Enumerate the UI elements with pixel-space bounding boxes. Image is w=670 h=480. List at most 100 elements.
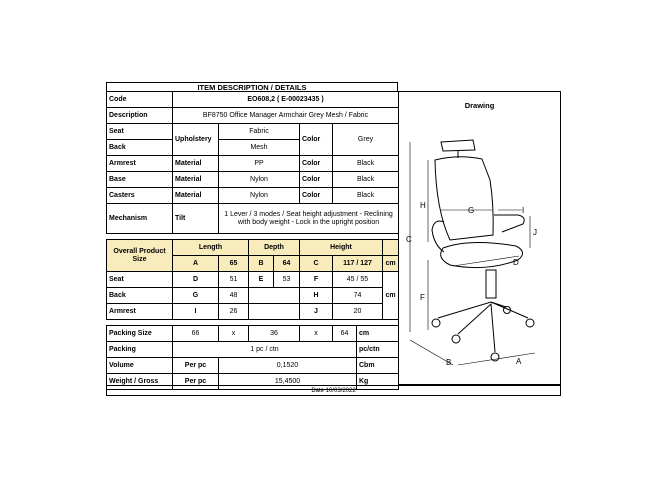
- casters-material-value: Nylon: [218, 187, 300, 204]
- dim-e-label: E: [248, 271, 274, 288]
- code-row: Code EO608,2 ( E-00023435 ): [106, 91, 400, 108]
- armrest-color-label: Color: [299, 155, 333, 172]
- armrest-material-value: PP: [218, 155, 300, 172]
- label-c: C: [406, 235, 412, 244]
- dim-b-label: B: [248, 255, 274, 272]
- casters-label: Casters: [106, 187, 173, 204]
- back-row: Back Mesh: [106, 139, 399, 156]
- packing-value: 1 pc / ctn: [172, 341, 357, 358]
- label-a: A: [516, 357, 522, 366]
- footer-date: Date 10/03/2022: [106, 385, 561, 396]
- height-header: Height: [299, 239, 383, 256]
- dim-c-value: 117 / 127: [332, 255, 383, 272]
- base-material-label: Material: [172, 171, 219, 188]
- mechanism-value: 1 Lever / 3 modes / Seat height adjustme…: [217, 203, 400, 234]
- dim-j-value: 20: [332, 303, 383, 320]
- overall-header-row: Overall Product Size Length Depth Height: [106, 239, 400, 272]
- overall-size-label: Overall Product Size: [106, 239, 173, 272]
- casters-material-label: Material: [172, 187, 219, 204]
- volume-per: Per pc: [172, 357, 219, 374]
- dim-j-label: J: [299, 303, 333, 320]
- mechanism-row: Mechanism Tilt 1 Lever / 3 modes / Seat …: [106, 203, 400, 234]
- caster-left: [431, 318, 441, 328]
- base-color-value: Black: [331, 171, 400, 188]
- armrest-dims-label: Armrest: [106, 303, 173, 320]
- sheet-heading: ITEM DESCRIPTION / DETAILS: [106, 82, 398, 92]
- dim-line-a: [457, 352, 536, 366]
- packing-unit-label: pc/ctn: [355, 341, 400, 358]
- overall-unit: cm: [381, 255, 400, 272]
- gas-lift-shape: [485, 269, 497, 299]
- casters-row: Casters Material Nylon Color Black: [106, 187, 400, 204]
- armrest-label: Armrest: [106, 155, 173, 172]
- casters-color-label: Color: [299, 187, 333, 204]
- back-label: Back: [106, 139, 173, 156]
- caster-back: [503, 306, 511, 314]
- label-h: H: [420, 201, 426, 210]
- base-color-label: Color: [299, 171, 333, 188]
- backrest-shape: [434, 156, 494, 241]
- packing-size-row: Packing Size 66 x 36 x 64 cm: [106, 325, 400, 342]
- seat-label: Seat: [106, 123, 173, 140]
- base-rear-leg: [490, 301, 507, 308]
- volume-row: Volume Per pc 0,1520 Cbm: [106, 357, 400, 374]
- code-value: EO608,2 ( E-00023435 ): [171, 91, 400, 108]
- label-j: J: [533, 228, 537, 237]
- dim-c-label: C: [299, 255, 333, 272]
- packing-height: 64: [332, 325, 357, 342]
- packing-size-label: Packing Size: [106, 325, 173, 342]
- dim-f-value: 45 / 55: [332, 271, 383, 288]
- depth-header: Depth: [248, 239, 300, 256]
- base-label: Base: [106, 171, 173, 188]
- upholstery-color-value: Grey: [331, 123, 400, 156]
- label-d: D: [513, 258, 519, 267]
- dim-line-b: [409, 339, 454, 366]
- packing-width: 36: [248, 325, 300, 342]
- armrest-dims-empty: [248, 303, 300, 320]
- volume-label: Volume: [106, 357, 173, 374]
- dim-h-value: 74: [332, 287, 383, 304]
- casters-color-value: Black: [331, 187, 400, 204]
- description-label: Description: [106, 107, 173, 124]
- spec-table: Code EO608,2 ( E-00023435 ) Description …: [106, 91, 400, 390]
- code-label: Code: [106, 91, 173, 108]
- armrest-color-value: Black: [331, 155, 400, 172]
- dim-b-value: 64: [273, 255, 300, 272]
- back-dims-row: Back G 48 H 74: [106, 287, 399, 304]
- seat-row: Seat Upholstery Fabric Color Grey: [106, 123, 400, 156]
- packing-x2: x: [299, 325, 333, 342]
- dim-a-value: 65: [218, 255, 249, 272]
- armrest-material-label: Material: [172, 155, 219, 172]
- back-dims-empty: [248, 287, 300, 304]
- drawing-panel: [398, 91, 561, 385]
- dim-i-value: 26: [218, 303, 249, 320]
- base-material-value: Nylon: [218, 171, 300, 188]
- mechanism-label: Mechanism: [106, 203, 173, 234]
- dim-g-label: G: [172, 287, 219, 304]
- label-b: B: [446, 358, 451, 367]
- seat-shape: [440, 241, 523, 269]
- length-header: Length: [172, 239, 249, 256]
- volume-value: 0,1520: [218, 357, 357, 374]
- mechanism-type: Tilt: [172, 203, 219, 234]
- dim-d-value: 51: [218, 271, 249, 288]
- dim-line-d: [452, 255, 520, 267]
- caster-front: [451, 334, 461, 344]
- upholstery-label: Upholstery: [172, 123, 219, 156]
- caster-bottom: [490, 352, 500, 362]
- packing-label: Packing: [106, 341, 173, 358]
- dim-e-value: 53: [273, 271, 300, 288]
- packing-unit: cm: [355, 325, 400, 342]
- base-front-shape: [437, 301, 529, 319]
- packing-row: Packing 1 pc / ctn pc/ctn: [106, 341, 400, 358]
- dim-i-label: I: [172, 303, 219, 320]
- label-g: G: [468, 206, 474, 215]
- packing-length: 66: [172, 325, 219, 342]
- dims-unit: cm: [381, 271, 400, 320]
- upholstery-color-label: Color: [299, 123, 333, 156]
- seat-dims-row: Seat D 51 E 53 F 45 / 55 cm: [106, 271, 400, 320]
- armrest-row: Armrest Material PP Color Black: [106, 155, 400, 172]
- dim-f-label: F: [299, 271, 333, 288]
- description-row: Description BF8750 Office Manager Armcha…: [106, 107, 400, 124]
- description-value: BF8750 Office Manager Armchair Grey Mesh…: [171, 107, 400, 124]
